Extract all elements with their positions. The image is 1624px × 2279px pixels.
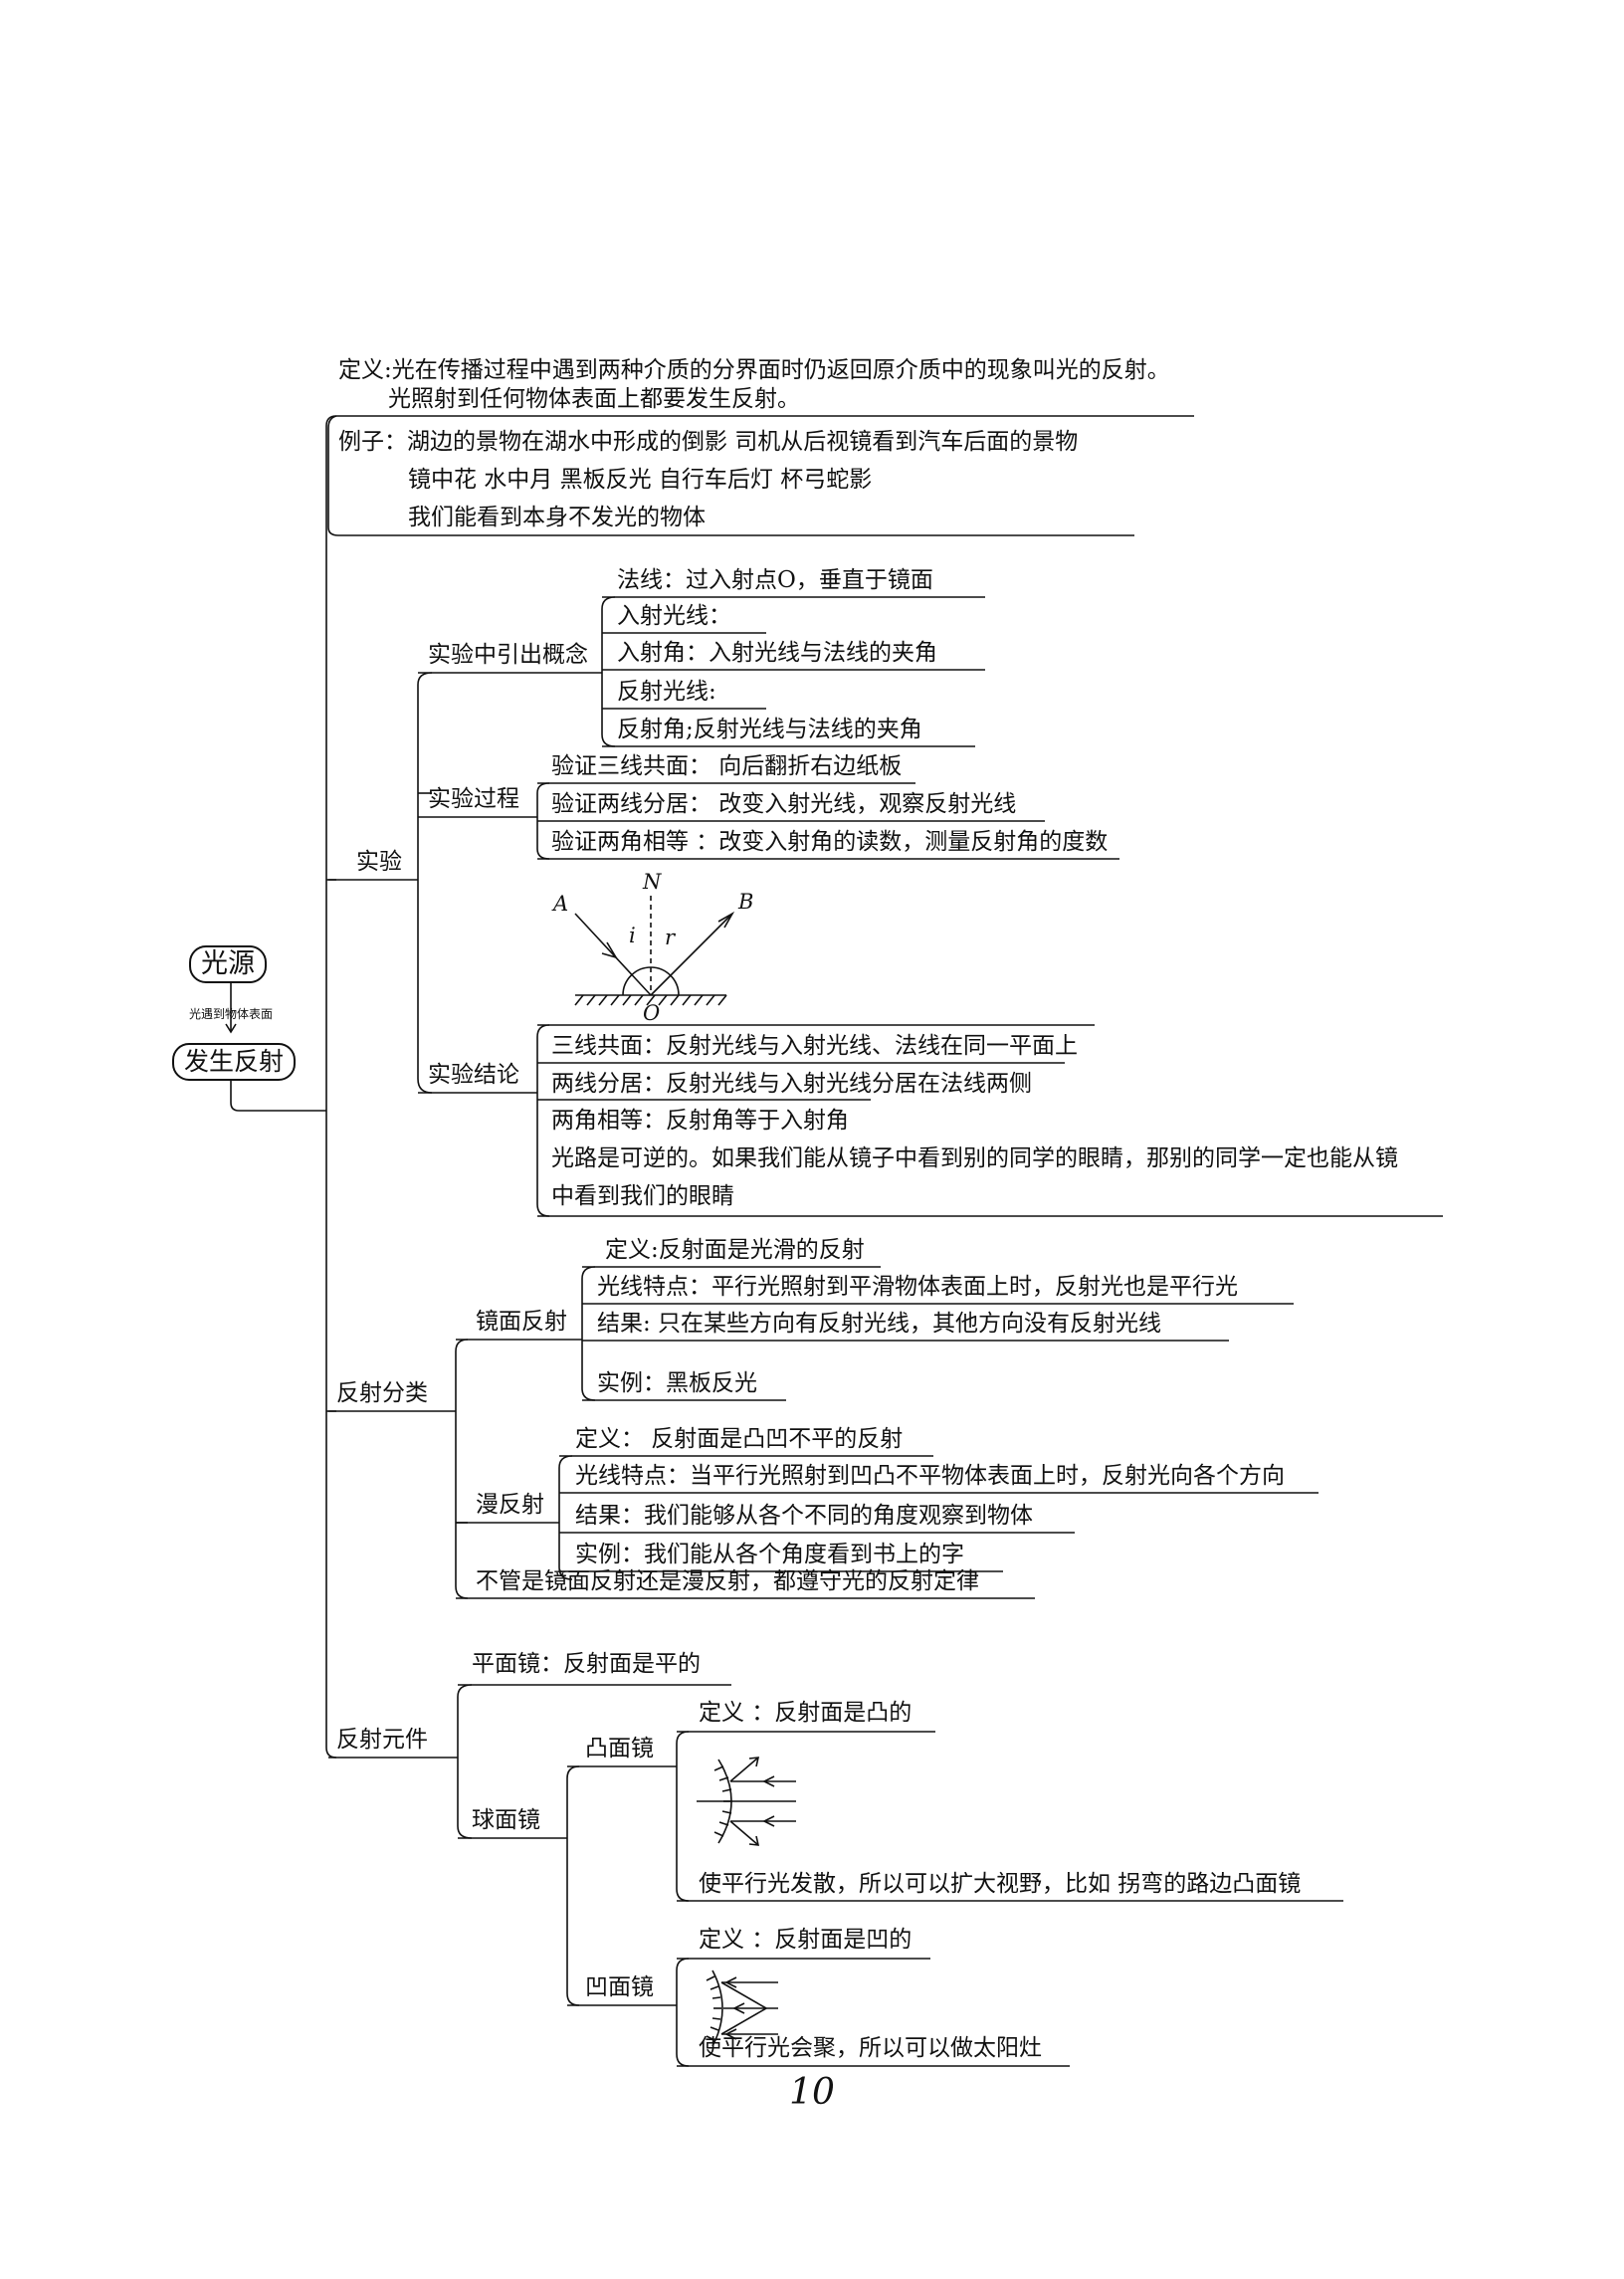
specular-label: 镜面反射 <box>476 1309 567 1335</box>
plane-mirror: 平面镜：反射面是平的 <box>472 1651 701 1677</box>
convex-label: 凸面镜 <box>585 1736 654 1761</box>
figure-label-A: A <box>553 892 569 916</box>
diffuse-item: 实例：我们能从各个角度看到书上的字 <box>575 1542 964 1567</box>
convex-use: 使平行光发散，所以可以扩大视野，比如 拐弯的路边凸面镜 <box>699 1871 1302 1897</box>
classification-note: 不管是镜面反射还是漫反射，都遵守光的反射定律 <box>476 1568 979 1594</box>
specular-item: 实例：黑板反光 <box>597 1370 757 1396</box>
conclusion-item: 两角相等：反射角等于入射角 <box>551 1108 849 1134</box>
figure-label-B: B <box>738 890 754 914</box>
definition-line-2: 光照射到任何物体表面上都要发生反射。 <box>388 386 800 412</box>
concept-item: 反射光线: <box>617 679 716 705</box>
specular-item: 结果: 只在某些方向有反射光线，其他方向没有反射光线 <box>597 1311 1162 1337</box>
concave-mirror-figure <box>706 1969 778 2047</box>
process-item: 验证两角相等 ：改变入射角的读数，测量反射角的度数 <box>551 829 1109 855</box>
figure-label-i: i <box>629 924 636 947</box>
concepts-label: 实验中引出概念 <box>428 642 588 668</box>
root-connector-label: 光遇到物体表面 <box>188 1007 274 1021</box>
experiment-label: 实验 <box>356 849 402 875</box>
concept-item: 入射角：入射光线与法线的夹角 <box>617 640 937 666</box>
conclusion-item: 两线分居：反射光线与入射光线分居在法线两侧 <box>551 1071 1032 1097</box>
convex-mirror-figure <box>697 1757 796 1846</box>
main-node-reflection: 发生反射 <box>172 1043 297 1081</box>
diffuse-item: 光线特点：当平行光照射到凹凸不平物体表面上时，反射光向各个方向 <box>575 1463 1285 1489</box>
root-node-light-source: 光源 <box>189 945 267 983</box>
figure-label-N: N <box>643 870 662 894</box>
convex-definition: 定义 ：反射面是凸的 <box>699 1700 913 1726</box>
definition-line-1: 定义:光在传播过程中遇到两种介质的分界面时仍返回原介质中的现象叫光的反射。 <box>338 357 1170 383</box>
figure-label-r: r <box>665 926 676 949</box>
specular-item: 光线特点：平行光照射到平滑物体表面上时，反射光也是平行光 <box>597 1274 1238 1300</box>
process-item: 验证三线共面： 向后翻折右边纸板 <box>551 753 903 779</box>
process-label: 实验过程 <box>428 786 519 812</box>
reflection-figure <box>574 896 735 1006</box>
page-number: 10 <box>789 2072 835 2113</box>
concept-item: 入射光线： <box>617 603 731 629</box>
concept-item: 反射角;反射光线与法线的夹角 <box>617 717 922 742</box>
conclusion-item: 光路是可逆的。如果我们能从镜子中看到别的同学的眼睛，那别的同学一定也能从镜 <box>551 1145 1398 1171</box>
concave-definition: 定义 ：反射面是凹的 <box>699 1927 913 1953</box>
examples-line-2: 镜中花 水中月 黑板反光 自行车后灯 杯弓蛇影 <box>408 467 873 493</box>
conclusion-item: 中看到我们的眼睛 <box>551 1183 734 1209</box>
elements-label: 反射元件 <box>336 1727 428 1753</box>
diffuse-label: 漫反射 <box>476 1492 544 1518</box>
examples-line-1: 例子：湖边的景物在湖水中形成的倒影 司机从后视镜看到汽车后面的景物 <box>338 429 1079 455</box>
concave-use: 使平行光会聚，所以可以做太阳灶 <box>699 2035 1042 2061</box>
classification-label: 反射分类 <box>336 1380 428 1406</box>
concave-label: 凹面镜 <box>585 1974 654 2000</box>
figure-label-O: O <box>643 1001 661 1025</box>
concept-item: 法线：过入射点O，垂直于镜面 <box>617 567 933 593</box>
process-item: 验证两线分居： 改变入射光线，观察反射光线 <box>551 791 1017 817</box>
examples-line-3: 我们能看到本身不发光的物体 <box>408 505 706 530</box>
spherical-label: 球面镜 <box>472 1807 540 1833</box>
conclusion-label: 实验结论 <box>428 1062 519 1088</box>
diffuse-item: 定义： 反射面是凸凹不平的反射 <box>575 1426 904 1452</box>
specular-item: 定义:反射面是光滑的反射 <box>605 1237 865 1263</box>
conclusion-item: 三线共面：反射光线与入射光线、法线在同一平面上 <box>551 1033 1078 1059</box>
diffuse-item: 结果：我们能够从各个不同的角度观察到物体 <box>575 1503 1033 1529</box>
